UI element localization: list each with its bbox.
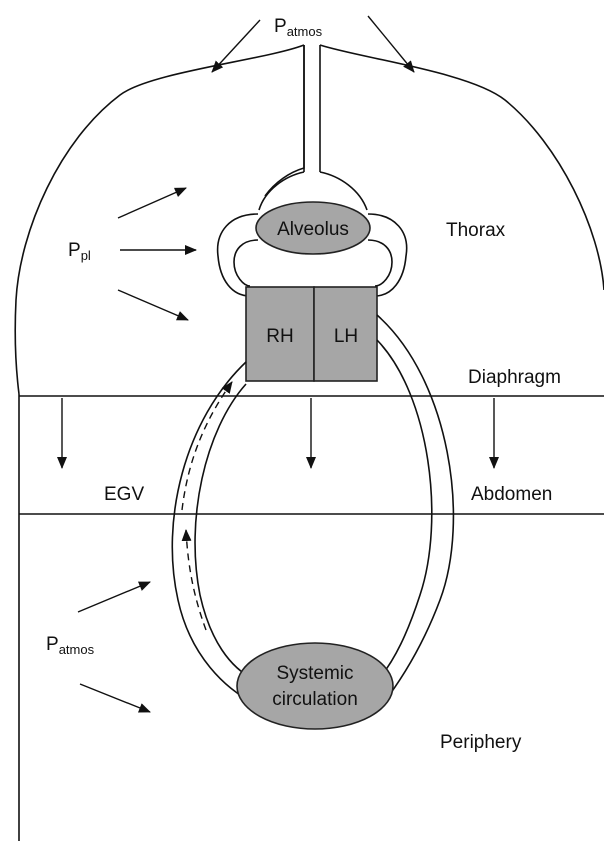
p-atmos-periphery-label: Patmos (46, 634, 95, 657)
egv-label: EGV (104, 484, 144, 505)
venous-return-outer (172, 362, 258, 705)
arterial-inner (377, 340, 432, 680)
thorax-wall-right (320, 45, 604, 290)
p-atmos-periph-sub: atmos (59, 642, 95, 657)
p-atmos-arrow-left (212, 20, 260, 72)
systemic-circulation-shape (237, 643, 393, 729)
p-atmos-periph-main: P (46, 634, 59, 655)
p-atmos-top-main: P (274, 16, 287, 37)
p-pl-arrow-upper (118, 188, 186, 218)
p-pl-main: P (68, 240, 81, 261)
p-atmos-periph-arrow-lower (80, 684, 150, 712)
p-atmos-top-label: Patmos (274, 16, 323, 39)
abdomen-label: Abdomen (471, 484, 552, 505)
systemic-label-line2: circulation (272, 689, 358, 710)
p-pl-arrow-lower (118, 290, 188, 320)
thorax-label: Thorax (446, 220, 506, 241)
diaphragm-label: Diaphragm (468, 367, 561, 388)
alveolus-label: Alveolus (277, 219, 349, 240)
p-atmos-arrow-right (368, 16, 414, 72)
rh-label: RH (266, 326, 293, 347)
p-pl-label: Ppl (68, 240, 91, 263)
egv-flow-arrow-upper (182, 382, 232, 510)
lh-label: LH (334, 326, 358, 347)
systemic-label-line1: Systemic (276, 663, 353, 684)
arterial-outer (377, 315, 453, 705)
p-atmos-top-sub: atmos (287, 24, 323, 39)
periphery-label: Periphery (440, 732, 522, 753)
egv-flow-arrow-lower (186, 530, 206, 630)
p-pl-sub: pl (81, 248, 91, 263)
p-atmos-periph-arrow-upper (78, 582, 150, 612)
